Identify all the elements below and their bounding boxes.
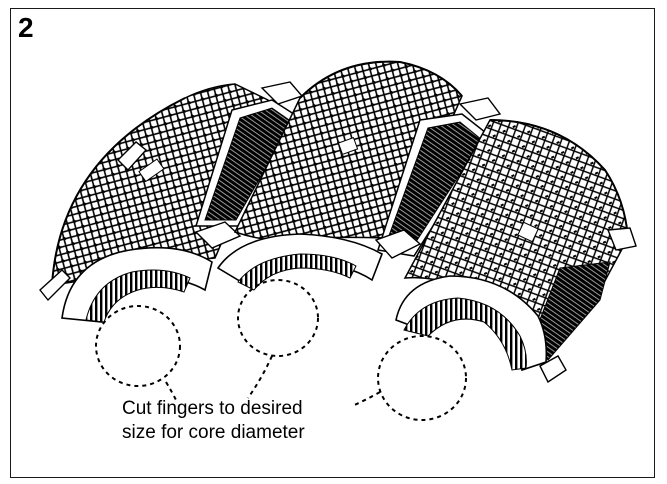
left-end-cap [61,246,213,323]
callout-line-1: Cut fingers to desired [122,398,303,419]
leader-middle [247,355,273,399]
right-end-cap [395,275,548,372]
cut-circle-left [95,305,181,387]
middle-end-cap [216,233,383,291]
left-strip [194,81,304,249]
cut-circle-middle [237,279,319,357]
right-roller [403,119,637,384]
cut-fingers-callout: Cut fingers to desired size for core dia… [122,397,305,445]
cut-guides [95,279,467,421]
right-strip [374,97,502,259]
callout-line-2: size for core diameter [122,422,305,443]
step-number: 2 [18,12,34,43]
leader-right [351,391,381,407]
cut-circle-right [377,335,467,421]
leader-left [165,381,177,401]
